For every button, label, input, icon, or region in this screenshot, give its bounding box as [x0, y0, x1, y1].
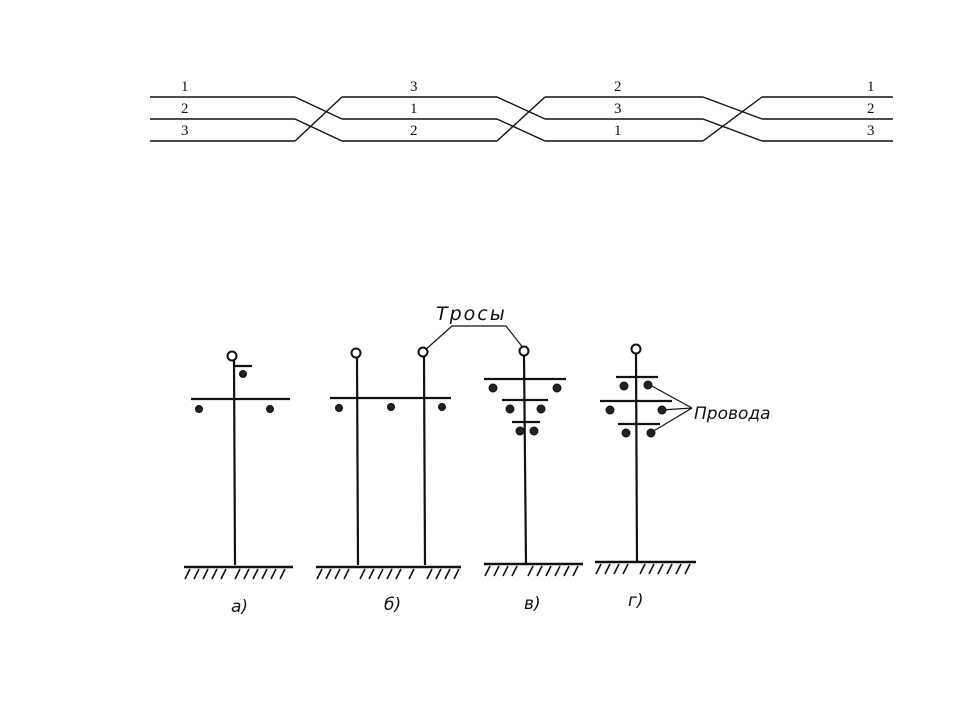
pole: [232, 359, 237, 566]
support-g: г): [595, 343, 696, 611]
wire: [515, 426, 525, 436]
wire: [536, 404, 546, 414]
wire: [488, 383, 498, 393]
wire: [552, 383, 562, 393]
caption-a: а): [231, 597, 248, 617]
cable: [350, 347, 362, 359]
ground-hatch: [316, 568, 460, 580]
ground-hatch: [484, 565, 579, 577]
phase-label: 1: [181, 79, 189, 95]
wire: [438, 403, 446, 411]
pole: [355, 357, 360, 566]
wire: [387, 403, 395, 411]
pole: [522, 355, 528, 565]
caption-v: в): [524, 594, 541, 614]
wire: [646, 428, 656, 438]
phase-label: 1: [410, 101, 418, 117]
crossing-line: [702, 118, 763, 142]
ground-hatch: [184, 568, 286, 580]
cable: [417, 346, 429, 358]
cables-label: Тросы: [436, 303, 507, 325]
phase-label: 2: [867, 101, 875, 117]
support-v: в): [484, 345, 583, 614]
wires-leader: [649, 384, 693, 433]
phase-label: 2: [181, 101, 189, 117]
ground-hatch: [595, 563, 691, 575]
phase-label: 2: [614, 79, 622, 95]
phase-label: 3: [614, 101, 622, 117]
wire: [619, 381, 629, 391]
caption-g: г): [628, 591, 644, 611]
wire: [657, 405, 667, 415]
wire: [335, 404, 343, 412]
phase-label: 3: [410, 79, 418, 95]
phase-label: 3: [181, 123, 189, 139]
phase-label: 2: [410, 123, 418, 139]
crossing-line: [702, 96, 763, 120]
wire: [605, 405, 615, 415]
wires-label: Провода: [694, 404, 771, 424]
cable: [630, 343, 642, 355]
cables-leader: [423, 325, 525, 352]
wire: [505, 404, 515, 414]
wire: [195, 405, 203, 413]
crossing-line: [294, 96, 343, 120]
wire: [529, 426, 539, 436]
phase-label: 1: [867, 79, 875, 95]
crossing-line: [294, 96, 343, 142]
wire: [239, 370, 247, 378]
wire: [266, 405, 274, 413]
support-a: а): [184, 350, 293, 617]
crossing-line: [496, 96, 546, 120]
crossing-line: [496, 96, 546, 142]
caption-b: б): [384, 595, 401, 615]
phase-label: 3: [867, 123, 875, 139]
phase-label: 1: [614, 123, 622, 139]
cable: [518, 345, 530, 357]
wire: [621, 428, 631, 438]
crossing-line: [702, 96, 763, 142]
wire: [643, 380, 653, 390]
support-b: б): [316, 346, 461, 615]
pole: [634, 353, 639, 562]
cable: [226, 350, 238, 362]
crossing-line: [294, 118, 343, 142]
transposition-scheme: 1 2 3 3 1 2 2 3 1 1 2 3: [150, 79, 893, 142]
crossing-line: [496, 118, 546, 142]
support-types: Тросы Провода а): [184, 303, 771, 617]
pole: [422, 355, 427, 566]
